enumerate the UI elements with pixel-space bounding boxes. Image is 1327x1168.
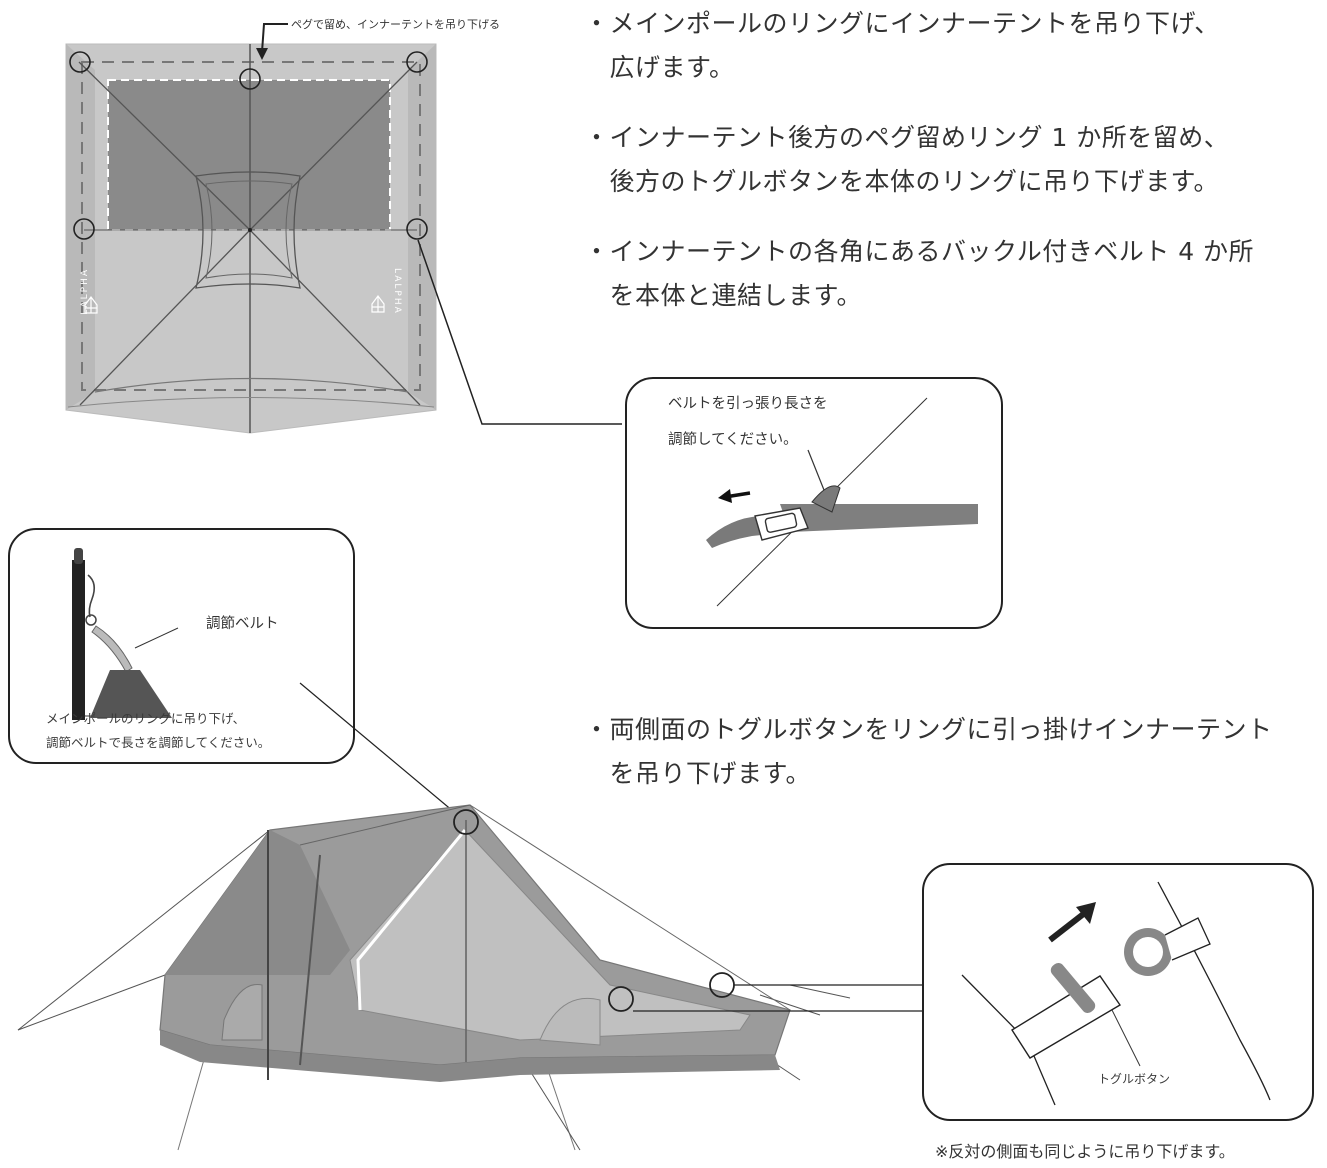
peg-label: ペグで留め、インナーテントを吊り下げる <box>291 18 500 31</box>
adjust-belt-label: 調節ベルト <box>206 616 279 632</box>
ring-marker-mid-right <box>406 218 428 240</box>
footnote: ※反対の側面も同じように吊り下げます。 <box>935 1142 1235 1161</box>
logo-icon-right <box>371 295 385 313</box>
toggle-button-label: トグルボタン <box>1098 1072 1171 1086</box>
ring-marker-side-a <box>608 986 634 1012</box>
pole-callout-line2: 調節ベルトで長さを調節してください。 <box>46 735 271 750</box>
ring-marker-top-right <box>406 51 428 73</box>
ring-marker-top-left <box>69 51 91 73</box>
pole-callout <box>8 528 355 764</box>
inner-tent-panel <box>108 80 390 230</box>
ring-marker-peak <box>453 809 479 835</box>
step-4-text: ・両側面のトグルボタンをリングに引っ掛けインナーテント を吊り下げます。 <box>584 715 1273 788</box>
step-3-text: ・インナーテントの各角にあるバックル付きベルト 4 か所 を本体と連結します。 <box>584 237 1255 310</box>
step-2-text: ・インナーテント後方のペグ留めリング 1 か所を留め、 後方のトグルボタンを本体… <box>584 123 1230 196</box>
ring-marker-top-center <box>239 68 261 90</box>
logo-text-right: LALPHA <box>392 268 402 315</box>
logo-icon-left <box>84 296 98 314</box>
ring-marker-mid-left <box>73 218 95 240</box>
pole-callout-line1: メインポールのリングに吊り下げ、 <box>46 711 246 726</box>
step-1-text: ・メインポールのリングにインナーテントを吊り下げ、 広げます。 <box>584 9 1220 82</box>
